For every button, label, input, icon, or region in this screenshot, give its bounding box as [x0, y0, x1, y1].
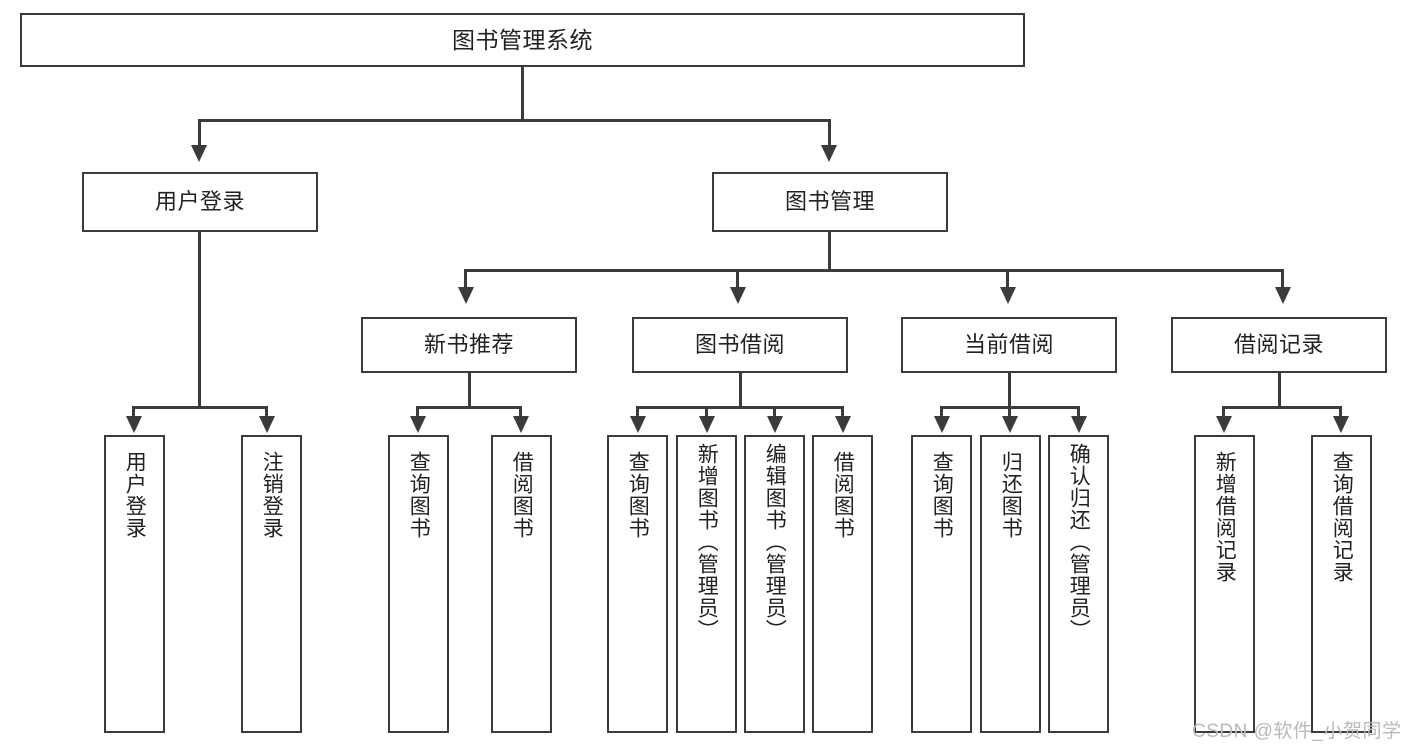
- node-borrow-record[interactable]: 借阅记录: [1171, 317, 1387, 373]
- arrow-level1-0: [191, 145, 207, 162]
- node-label: 用户登录: [123, 451, 147, 539]
- connector-userlogin-drop-0: [132, 406, 135, 418]
- node-label: 图书管理系统: [452, 26, 593, 53]
- leaf-bookborrow-borrow-book[interactable]: 借阅图书: [812, 435, 873, 733]
- connector-level2-drop-2: [1006, 269, 1009, 289]
- connector-borrowrecord-bar: [1222, 406, 1342, 409]
- arrow-bookborrow-2: [767, 416, 783, 433]
- connector-bookborrow-drop-3: [841, 406, 844, 418]
- node-label: 图书借阅: [694, 332, 785, 358]
- arrow-level2-0: [458, 287, 474, 304]
- arrow-newbook-1: [513, 416, 529, 433]
- connector-level2-drop-0: [464, 269, 467, 289]
- node-label: 注销登录: [260, 451, 284, 539]
- node-label: 借阅记录: [1233, 332, 1324, 358]
- connector-bookborrow-drop-2: [773, 406, 776, 418]
- arrow-bookborrow-3: [835, 416, 851, 433]
- connector-level2-drop-3: [1281, 269, 1284, 289]
- connector-borrowrecord-drop-0: [1222, 406, 1225, 418]
- connector-userlogin-bar: [132, 406, 268, 409]
- arrow-currentborrow-0: [934, 416, 950, 433]
- arrow-bookborrow-0: [630, 416, 646, 433]
- arrow-borrowrecord-0: [1216, 416, 1232, 433]
- arrow-userlogin-0: [126, 416, 142, 433]
- leaf-currentborrow-query-book[interactable]: 查询图书: [911, 435, 972, 733]
- arrow-level2-2: [1000, 287, 1016, 304]
- connector-bookborrow-bar: [636, 406, 844, 409]
- arrow-userlogin-1: [259, 416, 275, 433]
- connector-newbook-drop-1: [519, 406, 522, 418]
- arrow-currentborrow-2: [1071, 416, 1087, 433]
- arrow-borrowrecord-1: [1333, 416, 1349, 433]
- leaf-borrowrecord-add-record[interactable]: 新增借阅记录: [1194, 435, 1255, 733]
- connector-newbook-stem: [468, 373, 471, 408]
- arrow-newbook-0: [410, 416, 426, 433]
- node-user-login[interactable]: 用户登录: [82, 172, 318, 232]
- connector-level2-drop-1: [736, 269, 739, 289]
- leaf-user-login-signout[interactable]: 注销登录: [241, 435, 302, 733]
- node-book-management[interactable]: 图书管理: [712, 172, 948, 232]
- connector-bookborrow-stem: [739, 373, 742, 408]
- node-label: 借阅图书: [831, 451, 855, 539]
- node-label: 用户登录: [154, 189, 245, 215]
- connector-level2-bar: [464, 269, 1284, 272]
- node-label: 查询借阅记录: [1330, 451, 1354, 583]
- leaf-currentborrow-return-book[interactable]: 归还图书: [980, 435, 1041, 733]
- connector-currentborrow-drop-0: [940, 406, 943, 418]
- leaf-bookborrow-add-book-admin[interactable]: 新增图书（管理员）: [676, 435, 737, 733]
- connector-bookborrow-drop-1: [705, 406, 708, 418]
- connector-currentborrow-drop-2: [1077, 406, 1080, 418]
- node-label: 当前借阅: [963, 332, 1054, 358]
- node-label: 查询图书: [626, 451, 650, 539]
- node-current-borrow[interactable]: 当前借阅: [901, 317, 1117, 373]
- connector-userlogin-drop-1: [265, 406, 268, 418]
- node-label: 新增图书（管理员）: [695, 443, 719, 641]
- connector-borrowrecord-stem: [1278, 373, 1281, 408]
- node-label: 借阅图书: [510, 451, 534, 539]
- node-label: 编辑图书（管理员）: [763, 443, 787, 641]
- node-label: 图书管理: [784, 189, 875, 215]
- node-root-system[interactable]: 图书管理系统: [20, 13, 1025, 67]
- connector-newbook-drop-0: [416, 406, 419, 418]
- node-label: 查询图书: [930, 451, 954, 539]
- node-label: 新增借阅记录: [1213, 451, 1237, 583]
- leaf-newbook-borrow-book[interactable]: 借阅图书: [491, 435, 552, 733]
- arrow-bookborrow-1: [699, 416, 715, 433]
- leaf-currentborrow-confirm-return-admin[interactable]: 确认归还（管理员）: [1048, 435, 1109, 733]
- connector-newbook-bar: [416, 406, 522, 409]
- arrow-currentborrow-1: [1002, 416, 1018, 433]
- connector-borrowrecord-drop-1: [1339, 406, 1342, 418]
- leaf-user-login-signin[interactable]: 用户登录: [104, 435, 165, 733]
- connector-currentborrow-stem: [1008, 373, 1011, 408]
- node-label: 确认归还（管理员）: [1067, 443, 1091, 641]
- node-book-borrow[interactable]: 图书借阅: [632, 317, 848, 373]
- leaf-bookborrow-query-book[interactable]: 查询图书: [607, 435, 668, 733]
- connector-bookborrow-drop-0: [636, 406, 639, 418]
- connector-userlogin-stem: [198, 232, 201, 408]
- connector-currentborrow-drop-1: [1008, 406, 1011, 418]
- node-label: 归还图书: [999, 451, 1023, 539]
- arrow-level2-3: [1275, 287, 1291, 304]
- node-label: 新书推荐: [423, 332, 514, 358]
- connector-level1-drop-0: [198, 119, 201, 147]
- node-label: 查询图书: [407, 451, 431, 539]
- connector-level1-bar: [198, 119, 831, 122]
- connector-bookmgmt-stem: [828, 232, 831, 272]
- node-new-book-recommend[interactable]: 新书推荐: [361, 317, 577, 373]
- connector-level1-drop-1: [828, 119, 831, 147]
- connector-root-stem: [521, 67, 524, 119]
- leaf-bookborrow-edit-book-admin[interactable]: 编辑图书（管理员）: [744, 435, 805, 733]
- leaf-newbook-query-book[interactable]: 查询图书: [388, 435, 449, 733]
- leaf-borrowrecord-query-record[interactable]: 查询借阅记录: [1311, 435, 1372, 733]
- arrow-level2-1: [730, 287, 746, 304]
- arrow-level1-1: [821, 145, 837, 162]
